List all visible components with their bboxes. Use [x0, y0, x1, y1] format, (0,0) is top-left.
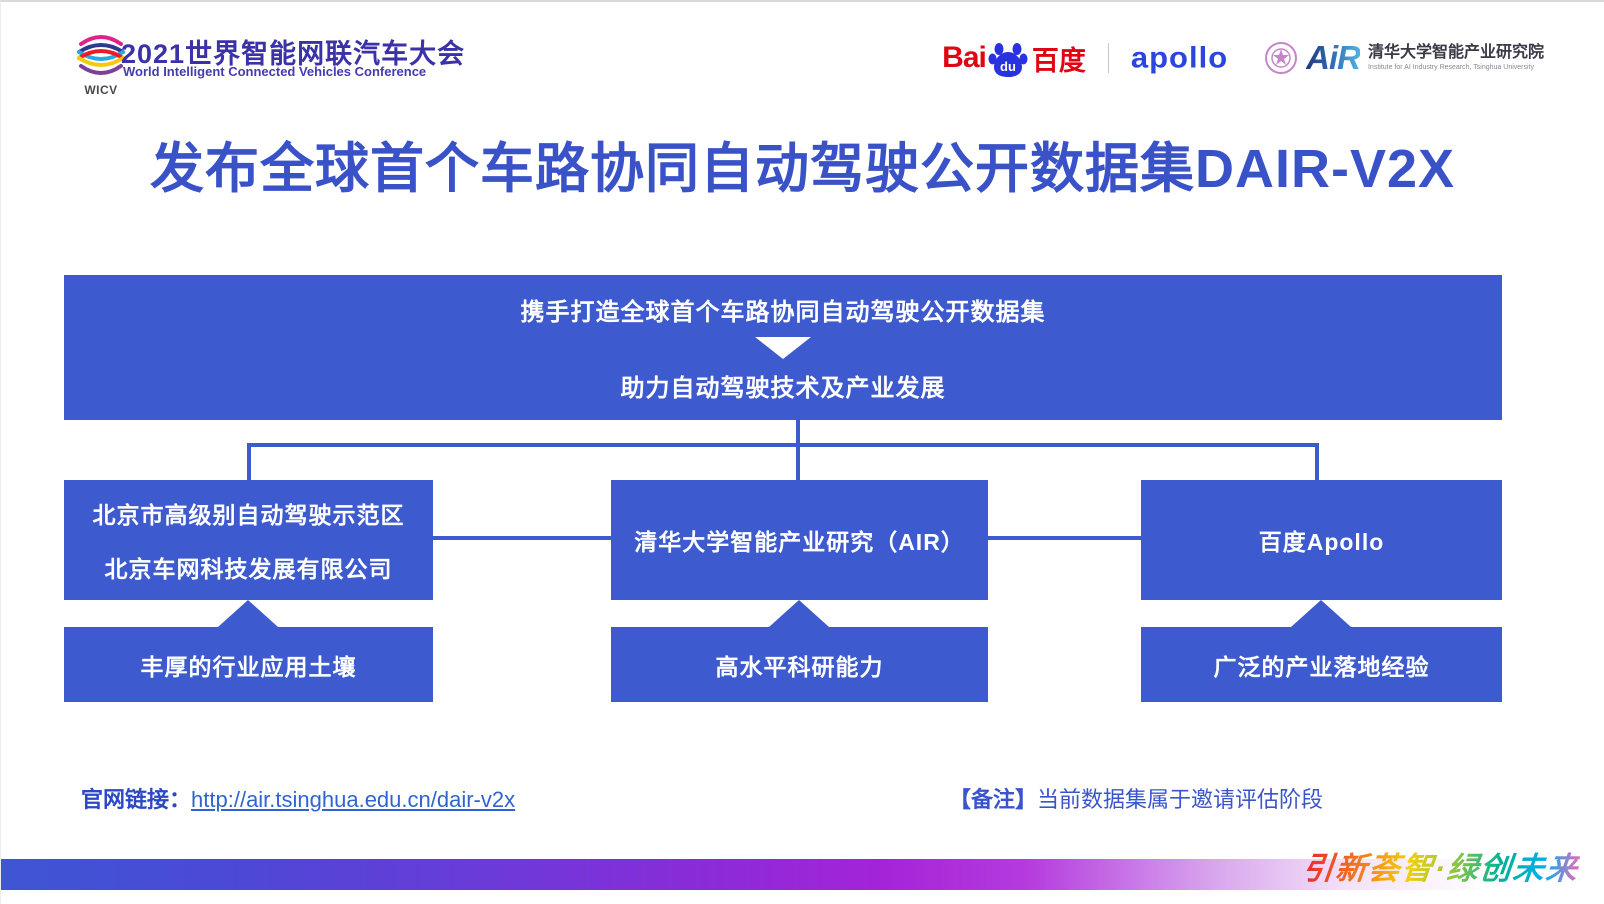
wicv-logo: WICV [75, 28, 127, 97]
conference-title-en: World Intelligent Connected Vehicles Con… [123, 64, 427, 79]
footer-gradient-bar [1, 859, 1604, 890]
website-link-url[interactable]: http://air.tsinghua.edu.cn/dair-v2x [191, 787, 516, 812]
tsinghua-seal-icon [1265, 42, 1298, 74]
note-text: 当前数据集属于邀请评估阶段 [1037, 787, 1324, 812]
note-label: 【备注】 [949, 787, 1038, 812]
website-link-label: 官网链接 [81, 787, 170, 812]
arrow-up-icon-right [1291, 600, 1351, 627]
connector-stub-middle [796, 443, 800, 480]
conference-title-cn: 2021世界智能网联汽车大会 [121, 39, 466, 69]
baidu-du-text: du [1000, 59, 1016, 74]
strength-air-text: 高水平科研能力 [715, 653, 884, 680]
note-row: 【备注】 当前数据集属于邀请评估阶段 [949, 782, 1323, 814]
air-wordmark: AiR [1306, 39, 1361, 76]
strength-apollo-text: 广泛的产业落地经验 [1213, 653, 1430, 680]
statement-box: 携手打造全球首个车路协同自动驾驶公开数据集 助力自动驾驶技术及产业发展 [64, 275, 1502, 420]
page-title: 发布全球首个车路协同自动驾驶公开数据集DAIR-V2X [149, 139, 1456, 199]
strength-box-beijing: 丰厚的行业应用土壤 [64, 627, 433, 702]
apollo-logo: apollo [1130, 40, 1229, 75]
logo-divider [1107, 43, 1109, 73]
connector-horizontal [247, 443, 1319, 447]
air-logo-group: AiR 清华大学智能产业研究院 Institute for AI Industr… [1264, 39, 1544, 77]
rainbow-divider-line [1, 824, 1604, 827]
baidu-bai-text: Bai [942, 41, 987, 74]
strength-box-apollo: 广泛的产业落地经验 [1141, 627, 1502, 702]
baidu-paw-icon: du [988, 43, 1028, 77]
partner-box-apollo: 百度Apollo [1141, 480, 1502, 600]
footer-slogan: 引新荟智·绿创未来 [1301, 843, 1582, 888]
statement-line1: 携手打造全球首个车路协同自动驾驶公开数据集 [520, 299, 1046, 326]
wicv-globe-icon [77, 35, 125, 75]
arrow-up-icon-left [218, 600, 278, 627]
air-text-column: 清华大学智能产业研究院 Institute for AI Industry Re… [1368, 44, 1544, 71]
strength-beijing-text: 丰厚的行业应用土壤 [140, 653, 357, 680]
strength-box-air: 高水平科研能力 [611, 627, 988, 702]
baidu-cn-text: 百度 [1031, 45, 1086, 76]
statement-line2: 助力自动驾驶技术及产业发展 [620, 375, 946, 402]
connector-stub-left [247, 443, 251, 480]
website-link-separator: ： [169, 787, 192, 812]
partner-apollo-line1: 百度Apollo [1258, 529, 1385, 555]
arrow-down-icon [755, 337, 811, 359]
connector-vertical-top [796, 420, 800, 447]
partner-beijing-line2: 北京车网科技发展有限公司 [104, 556, 393, 582]
air-name-en: Institute for AI Industry Research, Tsin… [1367, 63, 1534, 71]
partner-box-beijing: 北京市高级别自动驾驶示范区 北京车网科技发展有限公司 [64, 480, 433, 600]
partner-beijing-line1: 北京市高级别自动驾驶示范区 [92, 502, 405, 528]
arrow-up-icon-middle [769, 600, 829, 627]
wicv-label: WICV [84, 83, 118, 97]
baidu-logo: Bai du 百度 [942, 38, 1086, 78]
partner-box-air: 清华大学智能产业研究（AIR） [611, 480, 988, 600]
header-logos: Bai du 百度 apollo AiR 清华大学智能产业研究院 Insti [942, 38, 1544, 78]
website-link-row: 官网链接 ： http://air.tsinghua.edu.cn/dair-v… [81, 782, 515, 814]
connector-stub-right [1315, 443, 1319, 480]
partner-air-line1: 清华大学智能产业研究（AIR） [634, 529, 965, 555]
connector-left-middle [433, 536, 611, 540]
air-name-cn: 清华大学智能产业研究院 [1367, 44, 1544, 62]
connector-middle-right [988, 536, 1141, 540]
